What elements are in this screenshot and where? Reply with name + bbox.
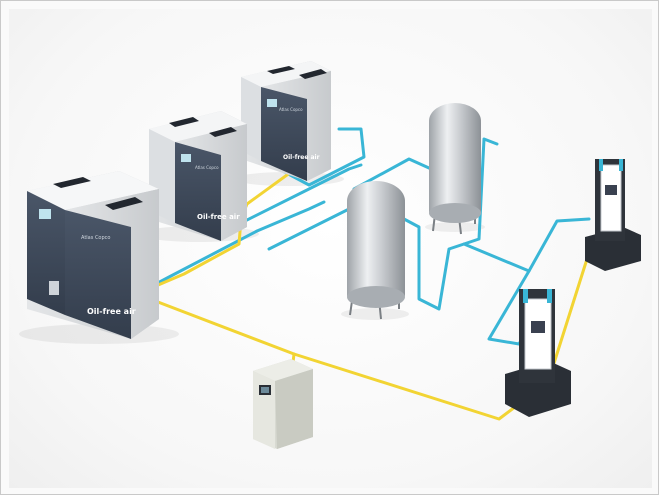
dryer-unit-2 <box>585 159 641 271</box>
compressor-unit-2: Oil-free air Atlas Copco <box>149 111 247 241</box>
compressor-unit-1: Oil-free air Atlas Copco <box>27 171 159 339</box>
compressor-2-display <box>181 154 191 162</box>
compressor-2-brand: Atlas Copco <box>195 165 219 170</box>
dryer-1-display <box>531 321 545 333</box>
compressor-2-badge: Oil-free air <box>197 213 240 221</box>
air-pipe-compressor-3 <box>277 127 366 187</box>
compressor-unit-3: Oil-free air Atlas Copco <box>241 61 331 181</box>
compressor-1-access-panel <box>49 281 59 295</box>
compressor-1-display <box>39 209 51 219</box>
air-pipe-tank-link <box>402 137 499 311</box>
compressor-3-badge: Oil-free air <box>283 154 320 161</box>
compressor-3-brand: Atlas Copco <box>279 107 303 112</box>
air-pipe-to-dryer-1 <box>462 217 591 273</box>
central-controller-cabinet <box>253 359 313 449</box>
compressor-1-badge: Oil-free air <box>87 307 136 316</box>
dryer-unit-1 <box>505 289 571 417</box>
air-receiver-tank-1 <box>347 181 405 320</box>
dryer-2-display <box>605 185 617 195</box>
compressor-1-brand: Atlas Copco <box>81 235 110 241</box>
diagram-canvas: Oil-free air Atlas Copco Oil-free air At… <box>9 9 652 488</box>
installation-diagram: Oil-free air Atlas Copco Oil-free air At… <box>19 61 641 449</box>
signal-cable-main <box>135 292 521 421</box>
compressor-3-display <box>267 99 277 107</box>
air-receiver-tank-2 <box>429 103 481 235</box>
